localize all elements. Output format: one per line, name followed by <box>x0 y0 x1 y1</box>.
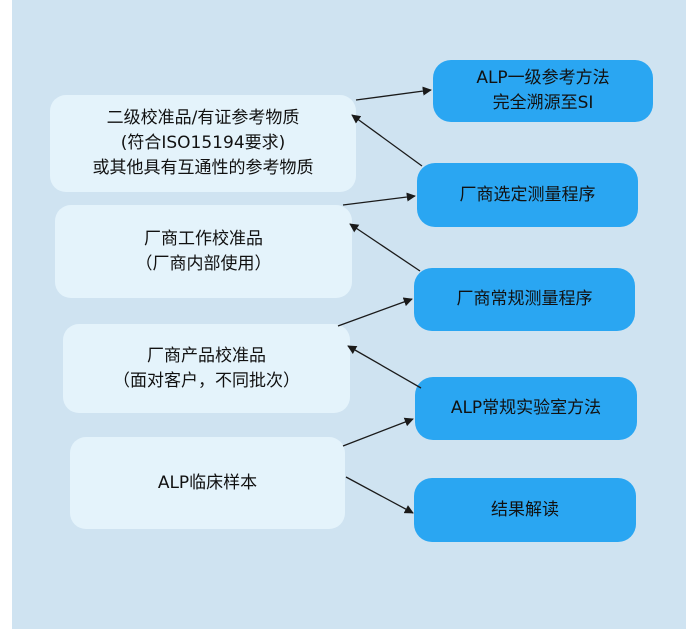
box-text-line: 厂商工作校准品 <box>144 228 263 249</box>
box-primary-reference-method: ALP一级参考方法 完全溯源至SI <box>433 60 653 122</box>
box-text-line: 厂商常规测量程序 <box>456 289 593 309</box>
box-text-line: 厂商产品校准品 <box>147 345 266 366</box>
box-selected-procedure: 厂商选定测量程序 <box>417 163 638 227</box>
box-lab-method: ALP常规实验室方法 <box>415 377 637 440</box>
box-secondary-calibrator: 二级校准品/有证参考物质 (符合ISO15194要求) 或其他具有互通性的参考物… <box>50 95 356 192</box>
box-text-line: （面对客户，不同批次） <box>113 370 300 391</box>
box-result-interpretation: 结果解读 <box>414 478 636 542</box>
box-text-line: ALP临床样本 <box>157 472 258 493</box>
box-text-line: （厂商内部使用） <box>135 253 272 274</box>
box-text-line: 结果解读 <box>491 499 559 520</box>
box-text-line: 完全溯源至SI <box>492 93 594 113</box>
box-text-line: 厂商选定测量程序 <box>459 184 596 205</box>
box-clinical-sample: ALP临床样本 <box>70 437 345 529</box>
box-text-line: ALP一级参考方法 <box>476 68 610 88</box>
box-product-calibrator: 厂商产品校准品 （面对客户，不同批次） <box>63 324 350 413</box>
box-text-line: 或其他具有互通性的参考物质 <box>92 158 314 178</box>
box-text-line: ALP常规实验室方法 <box>450 398 602 418</box>
box-working-calibrator: 厂商工作校准品 （厂商内部使用） <box>55 205 352 298</box>
box-text-line: (符合ISO15194要求) <box>120 133 286 153</box>
box-routine-procedure: 厂商常规测量程序 <box>414 268 635 331</box>
box-text-line: 二级校准品/有证参考物质 <box>106 108 300 128</box>
